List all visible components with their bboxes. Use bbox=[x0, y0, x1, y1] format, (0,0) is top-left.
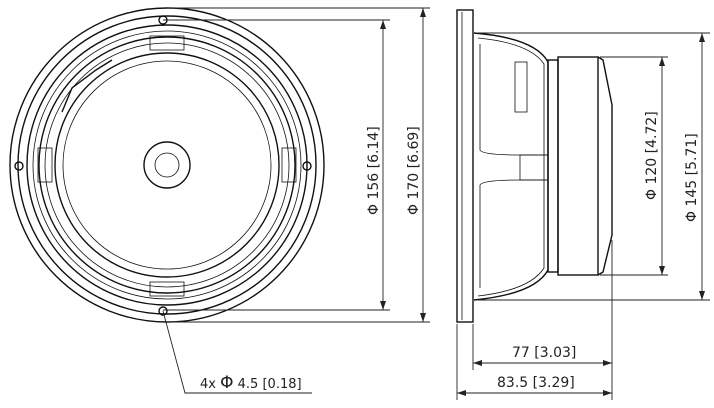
dim-120: Φ 120 [4.72] bbox=[644, 111, 660, 200]
front-view bbox=[9, 7, 325, 323]
side-dimensions bbox=[456, 32, 710, 400]
basket-spokes bbox=[37, 35, 297, 297]
dim-170: Φ 170 [6.69] bbox=[406, 126, 422, 215]
dim-77: 77 [3.03] bbox=[512, 345, 576, 361]
side-view bbox=[456, 9, 613, 323]
dim-156: Φ 156 [6.14] bbox=[366, 126, 382, 215]
dim-145: Φ 145 [5.71] bbox=[684, 133, 700, 222]
dim-83-5: 83.5 [3.29] bbox=[497, 375, 575, 391]
logo bbox=[61, 59, 113, 113]
hole-leader bbox=[162, 310, 312, 394]
dim-holes: 4x Φ 4.5 [0.18] bbox=[200, 373, 302, 393]
mounting-hole bbox=[14, 15, 312, 316]
front-dimensions bbox=[163, 7, 430, 323]
